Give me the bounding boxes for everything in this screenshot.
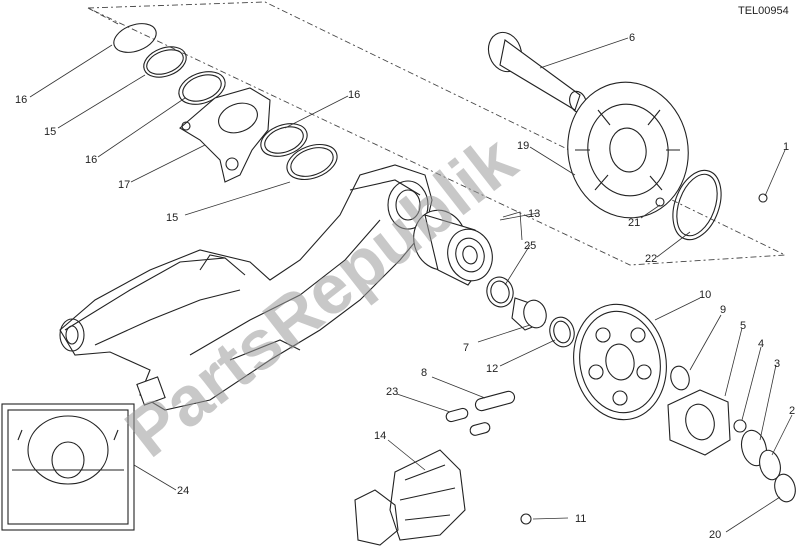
callout-5: 5 [740,320,746,332]
swingarm [59,164,433,411]
sprocket-flange-parts [667,365,796,503]
callout-19: 19 [517,140,529,152]
callout-16-left: 16 [85,154,97,166]
callout-1: 1 [783,141,789,153]
callout-9: 9 [720,304,726,316]
leader-lines [29,37,793,533]
inset-sprocket-detail [1,403,135,531]
callout-labels: 16 15 16 17 15 16 6 19 1 21 22 13 25 7 1… [15,32,795,541]
callout-13: 13 [528,208,540,220]
callout-25: 25 [524,240,536,252]
callout-7: 7 [463,342,469,354]
callout-23: 23 [386,386,398,398]
callout-15-bottom: 15 [166,212,178,224]
caliper-bracket [179,87,271,183]
hub-spacers [486,276,575,348]
callout-10: 10 [699,289,711,301]
callout-15-top: 15 [44,126,56,138]
callout-22: 22 [645,253,657,265]
callout-24: 24 [177,485,189,497]
callout-18: 16 [15,94,27,106]
callout-2: 2 [789,405,795,417]
chain-guard [354,449,532,546]
assembly-outline [87,1,787,266]
callout-8: 8 [421,367,427,379]
circlip-and-seals [113,23,338,181]
drawing-code: TEL00954 [738,5,789,17]
eccentric-hub [413,209,493,286]
chain-link [445,390,516,436]
callout-3: 3 [774,358,780,370]
callout-17: 17 [118,179,130,191]
callout-14: 14 [374,430,386,442]
rear-sprocket [573,303,667,421]
callout-4: 4 [758,338,764,350]
callout-21: 21 [628,217,640,229]
callout-11: 11 [575,513,586,525]
rear-axle [487,31,587,114]
callout-12: 12 [486,363,498,375]
callout-6: 6 [629,32,635,44]
brake-disc [567,81,689,219]
callout-16-right: 16 [348,89,360,101]
callout-20: 20 [709,529,721,541]
